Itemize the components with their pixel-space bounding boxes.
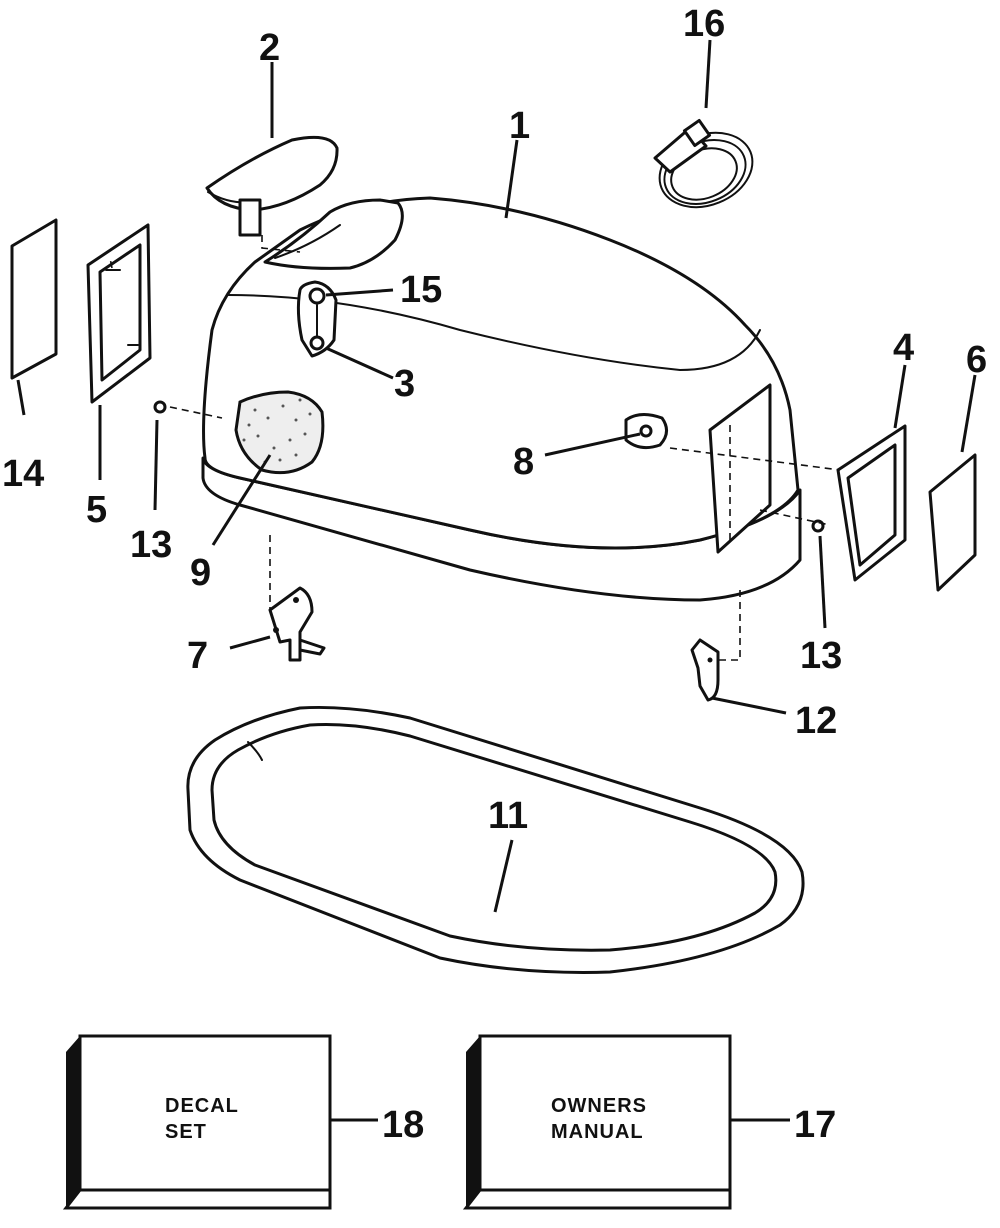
- callout-4: 4: [893, 327, 914, 369]
- owners-manual-line2: MANUAL: [551, 1121, 644, 1143]
- dashed-assembly-lines: [109, 257, 841, 661]
- callout-17: 17: [794, 1104, 836, 1146]
- bracket-12: [690, 638, 720, 702]
- callout-13-left: 13: [130, 524, 172, 566]
- handle-part: [205, 135, 339, 253]
- callout-1: 1: [509, 105, 530, 147]
- callout-3: 3: [394, 363, 415, 405]
- callout-5: 5: [86, 489, 107, 531]
- callout-14: 14: [2, 453, 44, 495]
- plate-14: [10, 218, 58, 380]
- callout-18: 18: [382, 1104, 424, 1146]
- callout-2: 2: [259, 27, 280, 69]
- callout-7: 7: [187, 635, 208, 677]
- bracket-7: [268, 586, 326, 662]
- seal-ring-11: [186, 705, 805, 974]
- callout-12: 12: [795, 700, 837, 742]
- owners-manual-line1: OWNERS: [551, 1095, 647, 1117]
- decal-set-box: DECAL SET: [62, 1034, 332, 1210]
- callout-11: 11: [488, 795, 528, 837]
- frame-4: [836, 424, 907, 582]
- callout-13-right: 13: [800, 635, 842, 677]
- decal-set-line2: SET: [165, 1121, 207, 1143]
- insulation-pad: [234, 390, 325, 475]
- cable-part: [653, 118, 754, 209]
- owners-manual-box: OWNERS MANUAL: [462, 1034, 732, 1210]
- callout-6: 6: [966, 339, 987, 381]
- plate-6: [928, 453, 977, 592]
- screw-13-left: [153, 400, 167, 414]
- engine-cover-part: [201, 196, 802, 602]
- callout-9: 9: [190, 552, 211, 594]
- frame-5: [86, 223, 152, 404]
- callout-8: 8: [513, 441, 534, 483]
- callout-numbers: 1 2 16 15 3 14 5 13 9 7 8 4 6 13 12 11 1…: [2, 3, 987, 1146]
- callout-15: 15: [400, 269, 442, 311]
- decal-set-line1: DECAL: [165, 1095, 239, 1117]
- callout-leaders: [16, 39, 977, 1122]
- callout-16: 16: [683, 3, 725, 45]
